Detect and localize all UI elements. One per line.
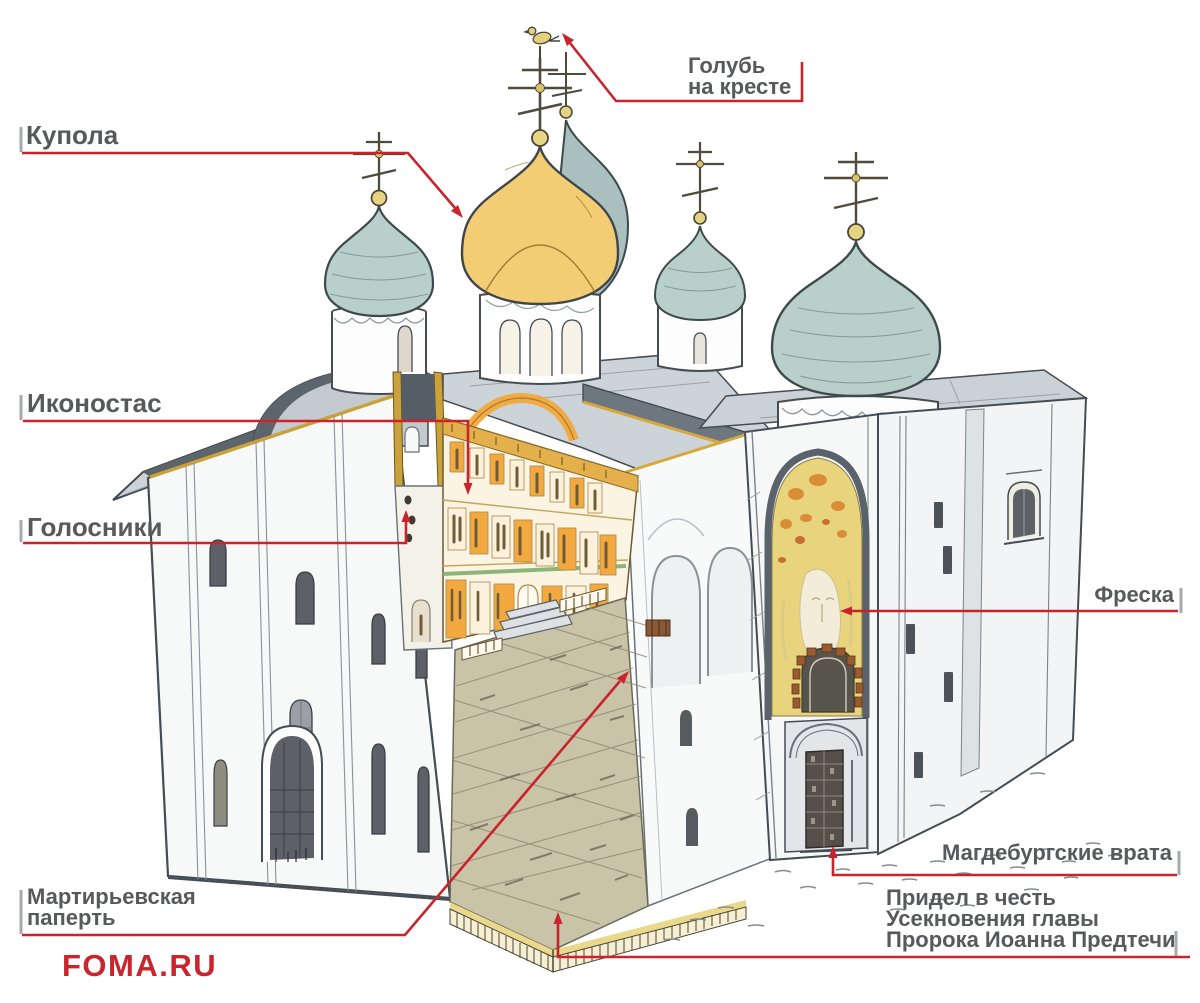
leader-arrowheads [401,33,852,924]
solea-steps [493,599,573,642]
label-kupola: Купола [26,120,119,150]
leader-pridel [556,924,1190,959]
leader-lines [22,42,1190,959]
label-end-bars [19,127,1183,956]
iconostasis [442,416,639,643]
label-ikonostas: Иконостас [27,388,162,418]
label-freska: Фреска [1040,582,1174,607]
dome-gold [460,26,620,385]
label-dove-line2: на кресте [688,73,792,99]
leader-martir [22,680,621,937]
cross-icon [676,142,724,212]
label-kupola-text: Купола [26,120,119,150]
label-pridel-line1: Придел в честь [886,885,1056,910]
inner-south-wall [625,432,773,908]
leader-golosniki [23,522,408,545]
dome-center-right [653,142,747,372]
magdeburg-gates [784,717,868,853]
dove-icon [523,26,560,58]
leader-ikonostas [23,419,470,483]
label-dove-line1: Голубь [688,53,766,78]
leader-magdeburg [831,858,1177,877]
label-dove: Голубь на кресте [688,53,792,99]
cross-icon [824,152,888,224]
label-magdeburg: Магдебургские врата [880,840,1172,865]
benches [461,587,671,661]
label-martir-line2: паперть [27,904,116,930]
label-martir: Мартирьевская паперть [27,884,196,930]
label-golosniki-text: Голосники [27,512,163,542]
fresco [764,448,870,720]
cross-icon [353,132,405,190]
leader-kupola [22,151,456,209]
ground-stipples [663,772,1123,941]
label-freska-text: Фреска [1094,582,1174,607]
label-golosniki: Голосники [27,512,163,542]
label-pridel: Придел в честь Усекновения главы Пророка… [886,885,1176,952]
fresco-face [799,568,841,662]
cross-icon [548,52,586,106]
west-facade [146,394,452,901]
label-pridel-line3: Пророка Иоанна Предтечи [886,926,1176,952]
label-martir-line1: Мартирьевская [27,884,196,909]
east-block [877,396,1088,856]
watermark-foma-ru: FOMA.RU [62,948,218,983]
label-pridel-line2: Усекновения главы [886,905,1099,931]
dome-left [323,132,435,395]
cathedral-floor [449,597,649,951]
leader-dove [568,42,804,103]
golosniki-pier [394,485,453,651]
label-magdeburg-text: Магдебургские врата [942,840,1172,865]
label-ikonostas-text: Иконостас [27,388,162,418]
